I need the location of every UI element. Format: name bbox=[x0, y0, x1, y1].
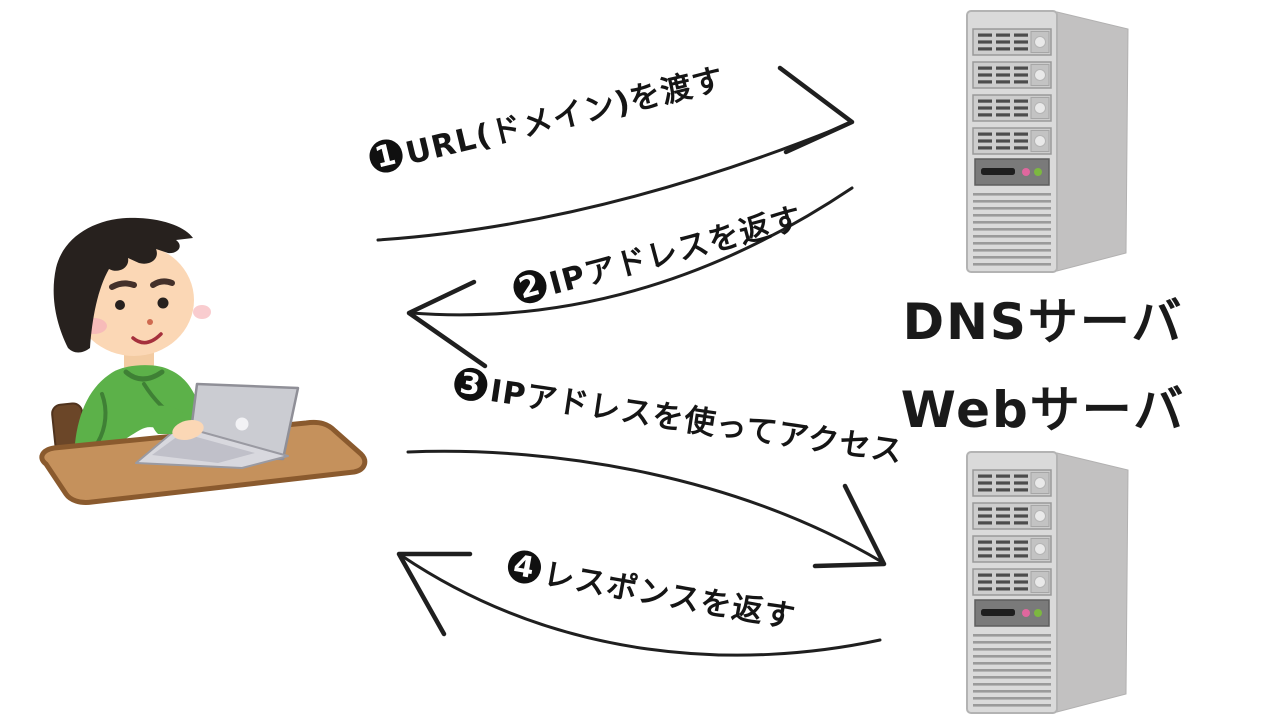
arrowhead-step-1-icon bbox=[777, 65, 855, 155]
arrowhead-step-2-icon bbox=[406, 279, 488, 369]
step-4-number-badge: 4 bbox=[505, 548, 544, 586]
step-1-number-badge: 1 bbox=[366, 136, 406, 176]
arrow-step-4 bbox=[400, 554, 882, 657]
dns-server-illustration bbox=[965, 2, 1137, 276]
hand bbox=[172, 420, 204, 440]
web-server-illustration bbox=[965, 443, 1137, 717]
laptop-keyboard bbox=[152, 433, 255, 463]
nose bbox=[147, 319, 153, 325]
eyebrows bbox=[109, 278, 175, 290]
sweater-body bbox=[74, 365, 200, 464]
web-server-label: Webサーバ bbox=[900, 381, 1186, 439]
hair bbox=[53, 217, 193, 353]
arrow-step-1 bbox=[376, 122, 850, 242]
arrowhead-step-3-icon bbox=[812, 483, 887, 569]
dns-server-label: DNSサーバ bbox=[902, 293, 1184, 351]
cheek-blush bbox=[193, 305, 211, 319]
eye bbox=[115, 300, 125, 310]
arrowhead-step-4-icon bbox=[396, 551, 473, 637]
user-at-laptop-illustration bbox=[39, 217, 368, 505]
arrow-step-2 bbox=[409, 186, 854, 317]
laptop-logo-icon bbox=[235, 417, 249, 431]
step-3-number-badge: 3 bbox=[452, 365, 490, 403]
eye bbox=[157, 297, 169, 309]
arrow-step-3 bbox=[406, 449, 884, 564]
step-2-number-badge: 2 bbox=[509, 266, 550, 307]
mouth bbox=[131, 332, 163, 345]
